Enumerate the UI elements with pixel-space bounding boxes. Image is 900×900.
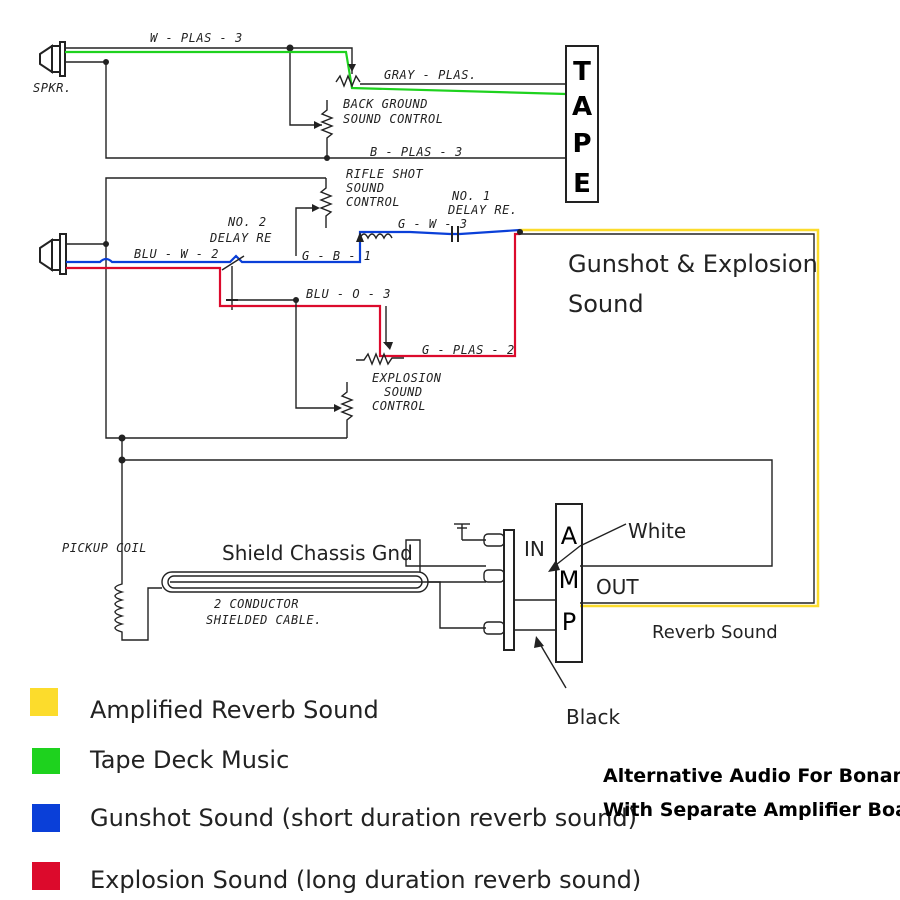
label-shield-gnd: Shield Chassis Gnd <box>222 541 413 565</box>
label-background-1: BACK GROUND <box>343 97 428 111</box>
pickup-coil-icon <box>114 574 162 641</box>
wiper-arrow-icon <box>312 204 320 212</box>
speaker-top-icon <box>39 41 66 77</box>
gunshot-explosion-label-2: Sound <box>568 290 644 318</box>
wire-blu-o-3 <box>238 299 334 409</box>
label-delay1-1: NO. 1 <box>451 189 491 203</box>
label-rifle-2: SOUND <box>346 181 385 195</box>
wire-cable-second <box>428 581 486 629</box>
wire-amp-input-feed <box>122 459 773 567</box>
label-black: Black <box>566 705 621 729</box>
legend-swatch-red <box>32 862 60 890</box>
junction-dot <box>293 297 299 303</box>
label-delay1-2: DELAY RE. <box>447 203 518 217</box>
tape-letter: T <box>573 57 591 87</box>
title-line-1: Alternative Audio For Bonanza <box>603 765 900 787</box>
legend-label: Amplified Reverb Sound <box>90 696 379 724</box>
gunshot-wire <box>66 228 521 264</box>
tape-music-wire <box>65 50 567 96</box>
label-gray-plas: GRAY - PLAS. <box>384 68 477 82</box>
wiper-arrow-icon <box>356 232 364 242</box>
label-white: White <box>628 519 686 543</box>
legend-label: Tape Deck Music <box>89 746 289 774</box>
pointer-black <box>539 643 567 689</box>
label-blu-w-2: BLU - W - 2 <box>134 247 219 261</box>
label-reverb-sound: Reverb Sound <box>652 622 778 643</box>
explosion-pot-icon <box>356 352 404 366</box>
background-sound-control-icon <box>320 100 334 158</box>
rifle-shot-control-icon <box>319 178 333 228</box>
wire-rifle-wiper <box>295 207 312 256</box>
label-cable-2: SHIELDED CABLE. <box>206 613 322 627</box>
delay-relay-2-switch <box>221 255 245 271</box>
label-delay2-2: DELAY RE <box>209 231 272 245</box>
pointer-arrow-icon <box>534 636 544 648</box>
label-explosion-2: SOUND <box>384 385 423 399</box>
explosion-sound-control-icon <box>340 382 354 438</box>
coil-icon <box>359 233 393 240</box>
amp-letter: A <box>561 522 578 550</box>
label-w-plas-3: W - PLAS - 3 <box>150 31 243 45</box>
label-b-plas-3: B - PLAS - 3 <box>370 145 463 159</box>
pointer-white-tail <box>551 545 581 569</box>
label-g-w-3: G - W - 3 <box>398 217 468 231</box>
background-pot-icon <box>335 74 361 88</box>
explosion-wire <box>66 232 520 358</box>
title-line-2: With Separate Amplifier Board <box>603 799 900 821</box>
label-cable-1: 2 CONDUCTOR <box>214 597 299 611</box>
label-explosion-3: CONTROL <box>372 399 426 413</box>
junction-dot <box>103 241 109 247</box>
label-blu-o-3: BLU - O - 3 <box>306 287 391 301</box>
legend-swatch-green <box>32 748 60 774</box>
label-pickup-coil: PICKUP COIL <box>62 541 147 555</box>
wiper-arrow-icon <box>334 404 342 412</box>
gunshot-explosion-label-1: Gunshot & Explosion <box>568 250 818 278</box>
wire-shield-ground <box>405 539 486 572</box>
speaker-label: SPKR. <box>33 81 72 95</box>
junction-dot <box>517 229 523 235</box>
label-delay2-1: NO. 2 <box>227 215 267 229</box>
wiper-arrow-icon <box>348 64 356 72</box>
label-g-plas-2: G - PLAS - 2 <box>422 343 515 357</box>
amp-letter: M <box>559 566 580 594</box>
wire-ground-frame <box>105 177 347 439</box>
wiper-arrow-icon <box>314 121 322 129</box>
amp-out-label: OUT <box>596 575 639 599</box>
tape-letter: P <box>572 129 591 159</box>
ground-icon <box>454 523 486 541</box>
junction-dot <box>103 59 109 65</box>
label-explosion-1: EXPLOSION <box>372 371 442 385</box>
wire-b-plas-3 <box>65 61 566 159</box>
label-rifle-3: CONTROL <box>346 195 400 209</box>
tape-letter: A <box>572 92 592 122</box>
pointer-white <box>579 523 627 547</box>
speaker-middle-icon <box>39 233 67 275</box>
legend-swatch-yellow <box>30 688 58 716</box>
legend: Amplified Reverb Sound Tape Deck Music G… <box>30 688 641 894</box>
amp-in-label: IN <box>524 537 545 561</box>
amplified-reverb-wire <box>520 228 820 608</box>
wire-background-feed <box>289 48 322 126</box>
wiper-arrow-icon <box>383 342 393 350</box>
label-rifle-1: RIFLE SHOT <box>346 167 424 181</box>
tape-letter: E <box>573 169 591 199</box>
legend-label: Explosion Sound (long duration reverb so… <box>90 866 641 894</box>
label-background-2: SOUND CONTROL <box>343 112 443 126</box>
legend-label: Gunshot Sound (short duration reverb sou… <box>90 804 637 832</box>
input-jack-connector <box>483 529 556 651</box>
reverb-return-wire <box>520 233 815 604</box>
amp-letter: P <box>562 608 576 636</box>
label-g-b-1: G - B - 1 <box>302 249 372 263</box>
junction-dot <box>286 44 294 52</box>
amp-box: A M P <box>555 503 583 663</box>
legend-swatch-blue <box>32 804 60 832</box>
tape-box: T A P E <box>565 45 599 203</box>
